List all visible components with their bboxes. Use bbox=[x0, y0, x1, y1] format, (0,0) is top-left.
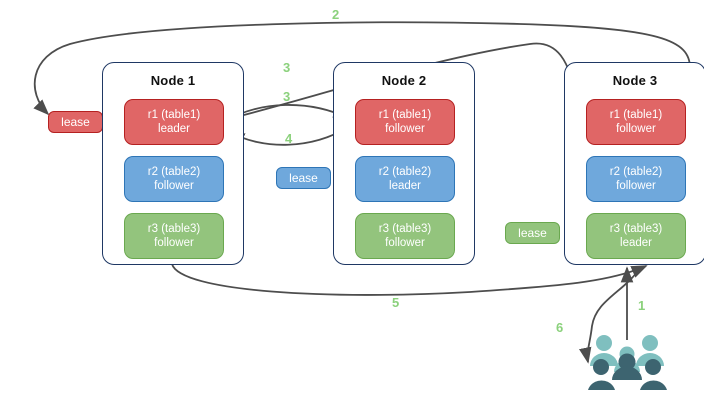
replica-name: r2 (table2) bbox=[147, 166, 201, 178]
lease-label: lease bbox=[61, 115, 90, 129]
replica-n2r3[interactable]: r3 (table3) follower bbox=[355, 213, 455, 259]
replica-name: r3 (table3) bbox=[378, 223, 432, 235]
lease-badge-green[interactable]: lease bbox=[505, 222, 560, 244]
lease-badge-red[interactable]: lease bbox=[48, 111, 103, 133]
edge-label-6: 6 bbox=[556, 320, 564, 335]
person-head-front-right bbox=[645, 359, 661, 375]
edge-2-path bbox=[33, 21, 691, 116]
replica-n3r1[interactable]: r1 (table1) follower bbox=[586, 99, 686, 145]
edge-label-4: 4 bbox=[285, 131, 293, 146]
lease-label: lease bbox=[289, 171, 318, 185]
person-head-front-center bbox=[618, 353, 636, 371]
edge-label-3b: 3 bbox=[283, 89, 291, 104]
replica-n1r2[interactable]: r2 (table2) follower bbox=[124, 156, 224, 202]
edge-label-5: 5 bbox=[392, 295, 400, 310]
person-head-back-right bbox=[642, 335, 658, 351]
node-title: Node 3 bbox=[612, 73, 658, 88]
replica-n3r3[interactable]: r3 (table3) leader bbox=[586, 213, 686, 259]
replica-name: r3 (table3) bbox=[609, 223, 663, 235]
replica-name: r2 (table2) bbox=[609, 166, 663, 178]
lease-label: lease bbox=[518, 226, 547, 240]
replica-role: leader bbox=[620, 237, 652, 249]
person-head-back-left bbox=[596, 335, 612, 351]
edge-label-2: 2 bbox=[332, 7, 340, 22]
replica-role: follower bbox=[154, 237, 194, 249]
edge-label-1: 1 bbox=[638, 298, 646, 313]
node-box-node1[interactable]: Node 1 r1 (table1) leader r2 (table2) fo… bbox=[102, 62, 244, 265]
person-head-front-left bbox=[593, 359, 609, 375]
edge-3a-path bbox=[223, 42, 582, 121]
replica-role: follower bbox=[616, 180, 656, 192]
lease-badge-blue[interactable]: lease bbox=[276, 167, 331, 189]
edge-label-3a: 3 bbox=[283, 60, 291, 75]
edge-6-path bbox=[579, 267, 641, 364]
replica-n3r2[interactable]: r2 (table2) follower bbox=[586, 156, 686, 202]
person-body-front-right bbox=[640, 380, 667, 390]
replica-n1r1[interactable]: r1 (table1) leader bbox=[124, 99, 224, 145]
clients-icon bbox=[588, 335, 667, 390]
replica-name: r1 (table1) bbox=[378, 109, 432, 121]
replica-n2r1[interactable]: r1 (table1) follower bbox=[355, 99, 455, 145]
replica-name: r2 (table2) bbox=[378, 166, 432, 178]
replica-role: follower bbox=[385, 237, 425, 249]
replica-role: leader bbox=[158, 123, 190, 135]
replica-role: follower bbox=[616, 123, 656, 135]
replica-role: follower bbox=[385, 123, 425, 135]
person-body-front-center bbox=[612, 366, 642, 380]
replica-role: leader bbox=[389, 180, 421, 192]
replica-n2r2[interactable]: r2 (table2) leader bbox=[355, 156, 455, 202]
replica-n1r3[interactable]: r3 (table3) follower bbox=[124, 213, 224, 259]
replica-role: follower bbox=[154, 180, 194, 192]
person-body-front-left bbox=[588, 380, 615, 390]
replica-name: r1 (table1) bbox=[147, 109, 201, 121]
replica-name: r1 (table1) bbox=[609, 109, 663, 121]
node-title: Node 1 bbox=[150, 73, 196, 88]
edge-5-path bbox=[171, 263, 648, 296]
node-box-node3[interactable]: Node 3 r1 (table1) follower r2 (table2) … bbox=[564, 62, 704, 265]
node-title: Node 2 bbox=[381, 73, 427, 88]
node-box-node2[interactable]: Node 2 r1 (table1) follower r2 (table2) … bbox=[333, 62, 475, 265]
replica-name: r3 (table3) bbox=[147, 223, 201, 235]
